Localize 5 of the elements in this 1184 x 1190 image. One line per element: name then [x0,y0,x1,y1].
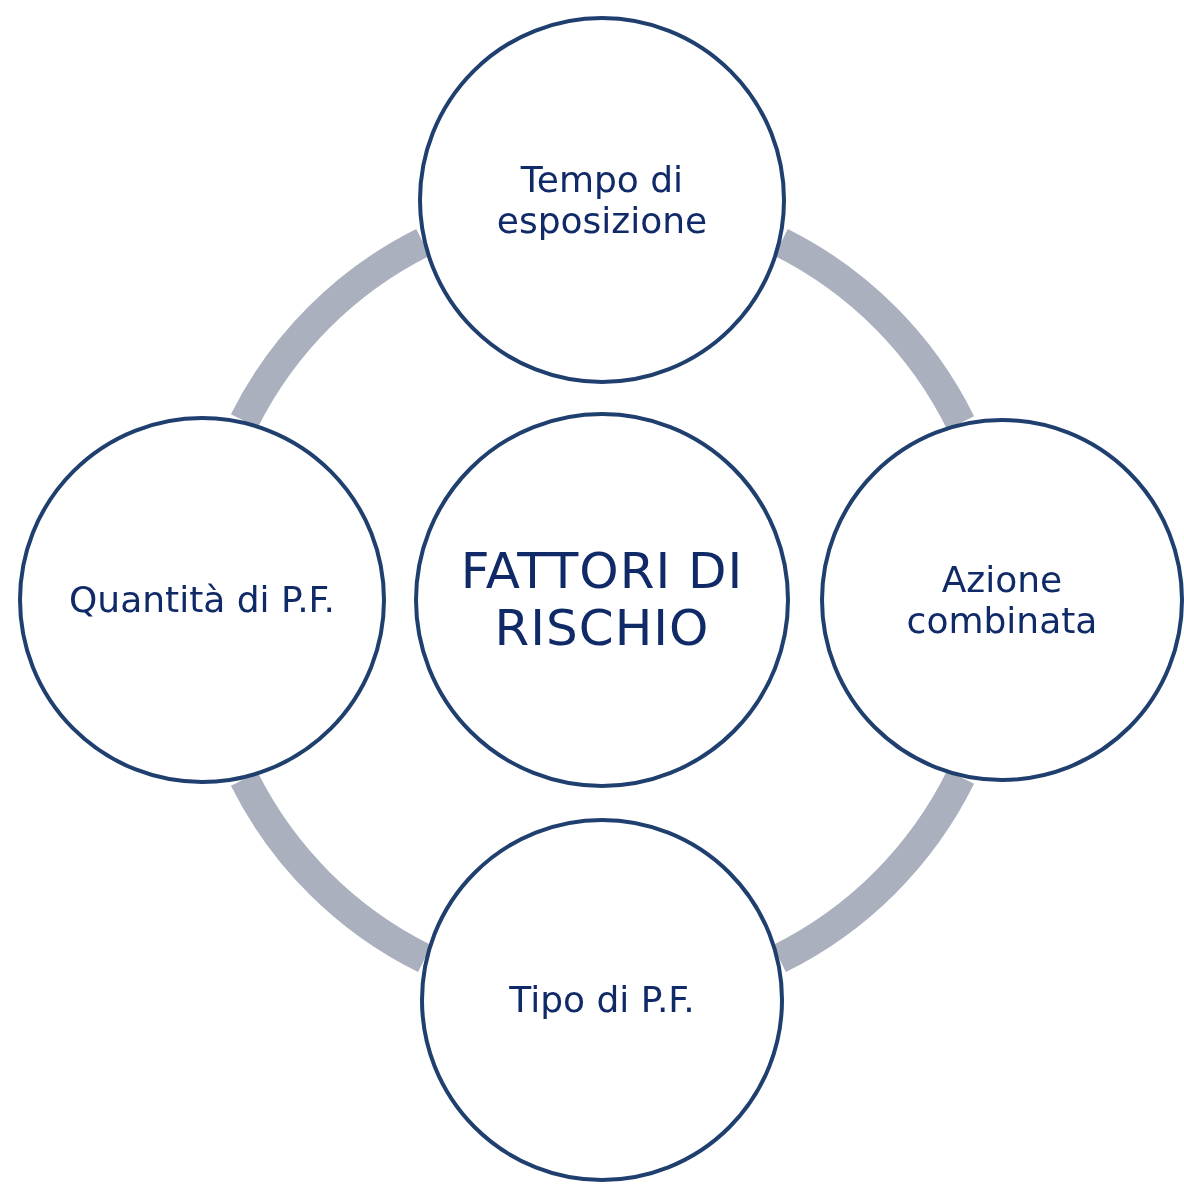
factor-label: Tempo di esposizione [495,158,709,242]
factor-label: Azione combinata [905,558,1099,642]
center-title: FATTORI DI RISCHIO [459,542,745,658]
factor-label: Quantità di P.F. [69,579,335,621]
factor-label: Tipo di P.F. [509,979,695,1021]
